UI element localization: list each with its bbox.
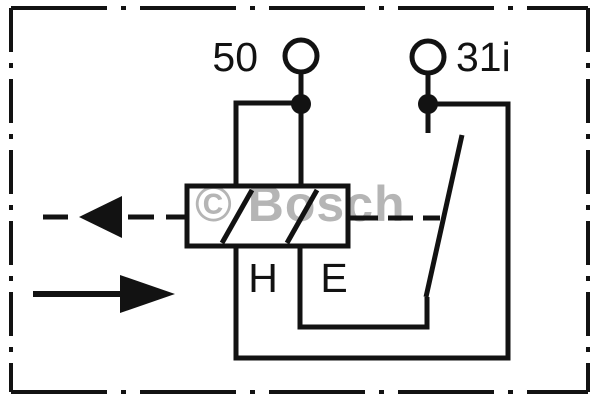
hold-winding-label: H xyxy=(248,255,278,301)
terminal-31i-connector-icon xyxy=(409,38,447,76)
terminal-50-connector-icon xyxy=(282,37,320,75)
terminal-31i-label: 31i xyxy=(456,34,511,80)
frame-border xyxy=(9,6,590,394)
hold-winding-hatch-icon xyxy=(219,188,255,245)
direction-arrow-head-icon xyxy=(120,275,175,313)
actuation-arrow-left-icon xyxy=(79,196,122,238)
junction-dot-50 xyxy=(291,94,311,114)
direction-arrow xyxy=(33,275,175,313)
terminal-31i: 31i xyxy=(409,34,511,133)
wire-50-branch-left xyxy=(233,100,301,186)
pull-in-winding-label: E xyxy=(320,255,347,301)
wire-inner-loop xyxy=(297,246,430,330)
wire-outer-loop xyxy=(233,101,511,361)
terminal-50-label: 50 xyxy=(212,34,258,80)
pull-in-winding-hatch-icon xyxy=(284,188,320,245)
switch-arm xyxy=(423,134,465,298)
terminal-50: 50 xyxy=(212,34,320,186)
actuation-line-left xyxy=(43,196,187,238)
